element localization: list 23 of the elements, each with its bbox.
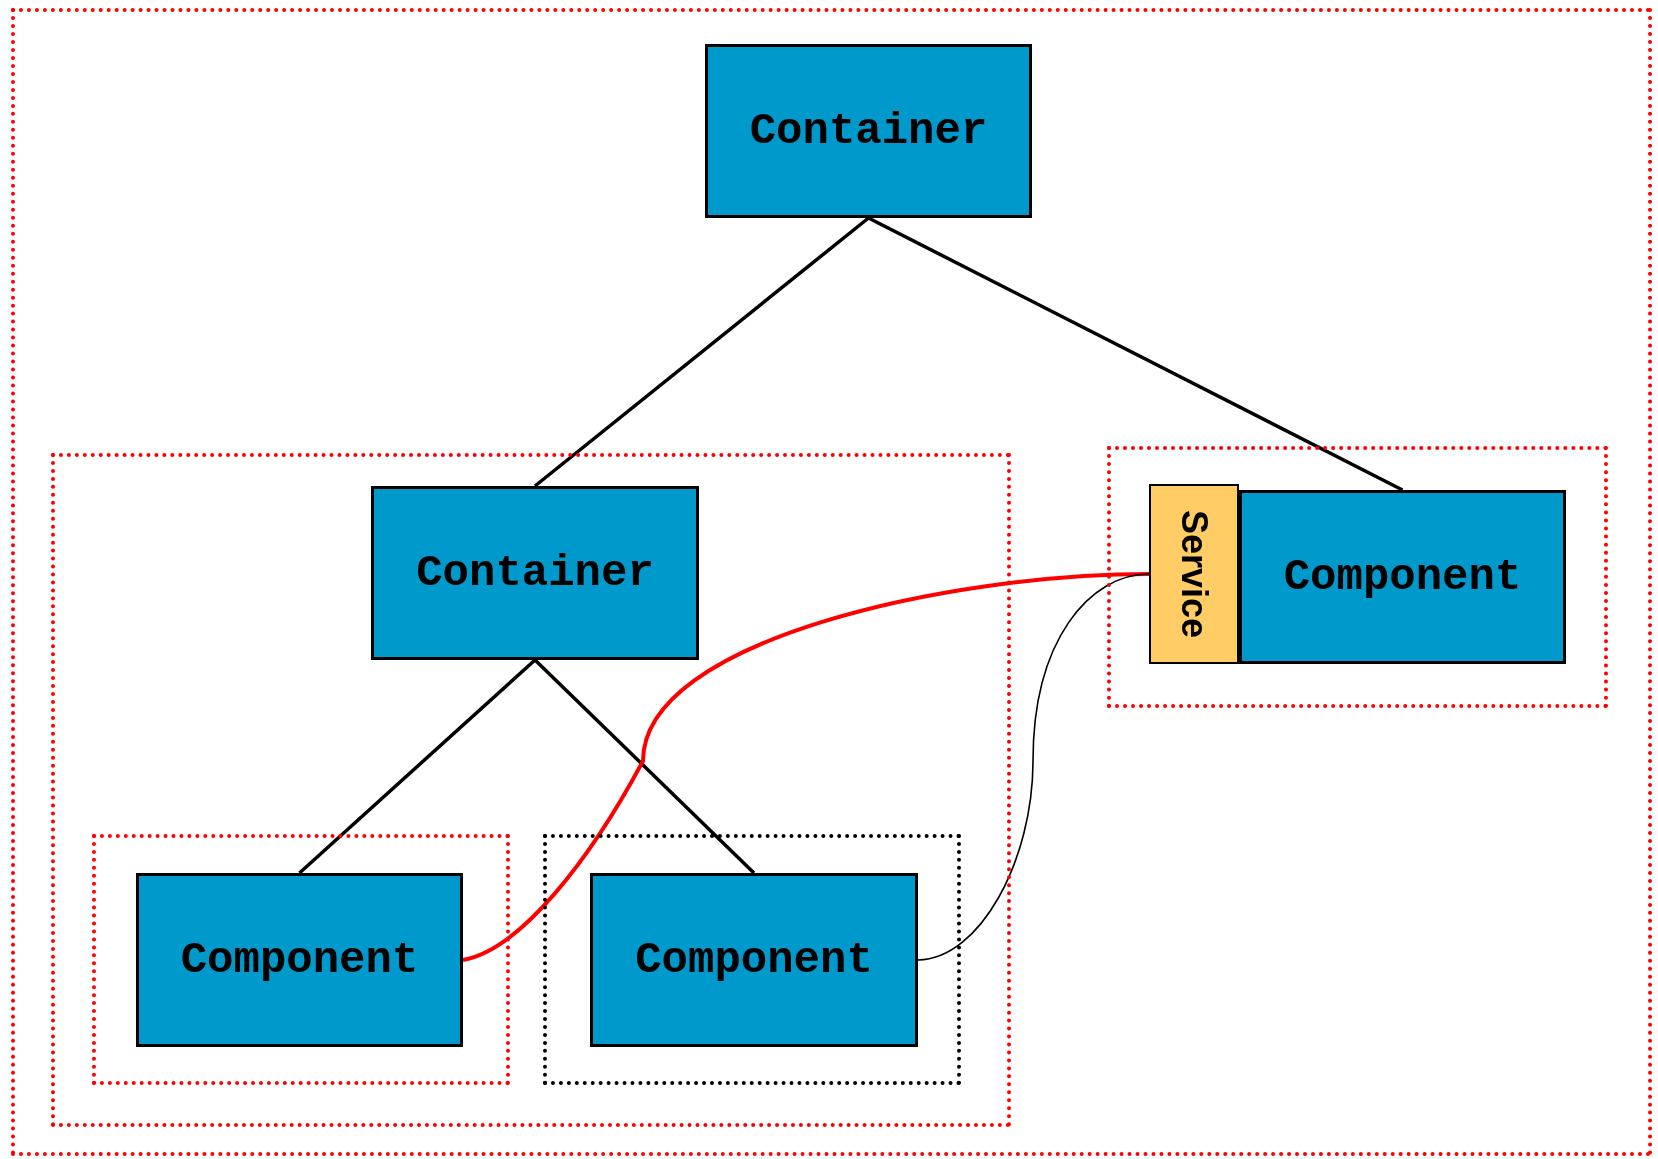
connector-line xyxy=(533,216,870,488)
dotted-group-frame xyxy=(11,8,1652,1156)
component-box xyxy=(590,873,918,1047)
connector-line xyxy=(533,658,756,875)
service-label: Service xyxy=(1173,509,1215,639)
box-label: Component xyxy=(1283,552,1522,602)
connector-line xyxy=(917,573,1150,961)
dotted-group-frame xyxy=(51,453,1011,1127)
dotted-group-frame xyxy=(92,834,510,1085)
dotted-group-frame xyxy=(543,834,961,1085)
box-label: Component xyxy=(180,935,419,985)
box-label: Container xyxy=(749,106,988,156)
connector-line xyxy=(298,658,537,875)
box-label: Component xyxy=(635,935,873,985)
service-tab xyxy=(1149,484,1239,664)
component-box xyxy=(1239,490,1566,664)
component-box xyxy=(705,44,1032,218)
box-label: Container xyxy=(416,548,654,598)
connector-line xyxy=(867,216,1404,492)
connector-line xyxy=(462,572,1150,962)
component-box xyxy=(136,873,463,1047)
component-box xyxy=(371,486,699,660)
dotted-group-frame xyxy=(1107,446,1608,708)
